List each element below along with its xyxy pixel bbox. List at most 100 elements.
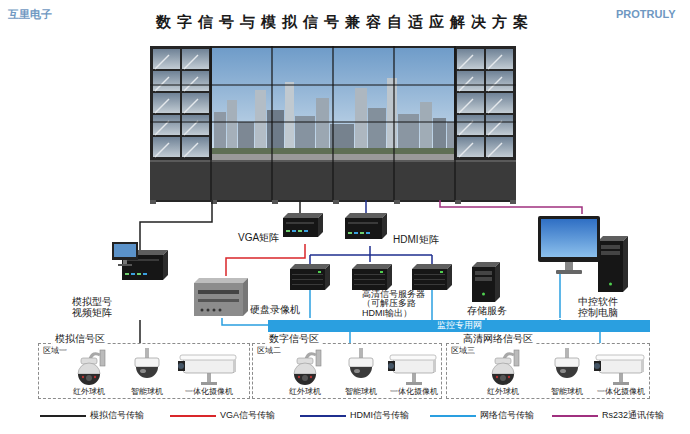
legend-swatch bbox=[430, 415, 476, 417]
box-top bbox=[283, 213, 323, 218]
monitor-stand bbox=[565, 262, 573, 270]
wall-bezel bbox=[271, 46, 272, 200]
dome-housing bbox=[349, 358, 373, 367]
matrix-device: HDMI矩阵 bbox=[345, 212, 445, 246]
signal-connector bbox=[139, 320, 141, 343]
domeSmart-drawing bbox=[135, 348, 159, 378]
wall-thumbnail bbox=[182, 71, 209, 91]
device-icon bbox=[472, 262, 500, 302]
city-building bbox=[387, 78, 397, 152]
wall-bezel bbox=[150, 122, 516, 123]
indicator-led bbox=[366, 232, 370, 234]
wall-thumbnail bbox=[182, 49, 209, 69]
city-building bbox=[255, 90, 266, 152]
mount-post bbox=[619, 373, 623, 382]
ir-led bbox=[496, 376, 498, 378]
node-label: 一体化摄像机 bbox=[390, 388, 438, 397]
city-building bbox=[447, 122, 454, 152]
node-label: 智能球机 bbox=[551, 388, 583, 397]
device-icon bbox=[538, 214, 630, 292]
monitor-base bbox=[118, 264, 132, 266]
wall-thumbnail bbox=[153, 137, 180, 157]
ir-led bbox=[508, 376, 510, 378]
city-building bbox=[433, 118, 446, 152]
wall-bezel bbox=[150, 85, 516, 86]
node-label: 模拟型号视频矩阵 bbox=[72, 296, 118, 318]
wall-foot bbox=[510, 200, 516, 204]
camera-node: 红外球机 bbox=[69, 348, 109, 398]
indicator-led bbox=[360, 232, 364, 234]
front-slot bbox=[348, 222, 378, 224]
indicator-led bbox=[348, 232, 352, 234]
back-cap bbox=[433, 360, 436, 372]
thumbnail-road bbox=[488, 143, 502, 157]
device-icon bbox=[194, 278, 248, 316]
wall-thumbnail bbox=[153, 49, 180, 69]
node-label: 高清网络信号区 bbox=[461, 333, 535, 344]
box-front bbox=[598, 241, 623, 292]
node-label: 数字信号区 bbox=[267, 333, 321, 344]
domeSmart-drawing bbox=[555, 348, 579, 378]
city-building bbox=[295, 116, 315, 152]
signal-connector bbox=[349, 332, 351, 343]
thumbnail-road bbox=[184, 77, 198, 91]
thumbnail-road bbox=[155, 121, 169, 135]
node-sublabel: 区域三 bbox=[451, 347, 475, 356]
indicator-led bbox=[298, 230, 302, 232]
glass-highlight bbox=[560, 369, 566, 373]
city-building bbox=[316, 98, 329, 152]
indicator-led bbox=[318, 271, 321, 273]
ir-led bbox=[298, 376, 300, 378]
device-icon bbox=[547, 348, 587, 386]
device-icon bbox=[412, 264, 452, 290]
box-front bbox=[283, 218, 318, 237]
box-side bbox=[325, 264, 330, 290]
node-label: 红外球机 bbox=[487, 388, 519, 397]
matrix-device: VGA矩阵 bbox=[238, 212, 326, 244]
box-side bbox=[447, 264, 452, 290]
signal-connector bbox=[599, 332, 601, 343]
wall-bezel bbox=[454, 46, 455, 200]
sun-shield bbox=[180, 355, 236, 360]
thumbnail-road bbox=[459, 143, 473, 157]
wall-foot bbox=[333, 200, 339, 204]
wall-thumbnail bbox=[457, 71, 484, 91]
box-side bbox=[382, 213, 387, 239]
node-label: 高清信号服务器（可解压多路HDMI输出） bbox=[362, 290, 426, 318]
box-top bbox=[412, 264, 452, 269]
city-building bbox=[267, 110, 284, 152]
city-building bbox=[355, 88, 367, 152]
wall-bezel bbox=[332, 46, 333, 200]
device-icon bbox=[290, 264, 330, 290]
lens-ring bbox=[178, 361, 185, 371]
camera-lens bbox=[86, 375, 92, 381]
node-label: 中控软件控制电脑 bbox=[578, 296, 622, 318]
legend-swatch bbox=[552, 415, 598, 417]
box-side bbox=[387, 264, 392, 290]
ir-led bbox=[94, 376, 96, 378]
box-top bbox=[598, 236, 628, 241]
ir-led bbox=[310, 376, 312, 378]
server-group: 高清信号服务器（可解压多路HDMI输出） bbox=[288, 262, 456, 320]
city-building bbox=[285, 82, 294, 152]
zone-box: 高清网络信号区区域三红外球机智能球机一体化摄像机 bbox=[446, 343, 650, 399]
signal-wire bbox=[310, 255, 432, 264]
device-icon bbox=[69, 348, 109, 386]
wall-thumbnail bbox=[457, 49, 484, 69]
boxCam-drawing bbox=[178, 355, 236, 385]
device-icon bbox=[127, 348, 167, 386]
front-line bbox=[354, 279, 385, 280]
indicator-led bbox=[292, 230, 296, 232]
thumbnail-road bbox=[459, 55, 473, 69]
zone-box: 模拟信号区区域一红外球机智能球机一体化摄像机 bbox=[38, 343, 250, 399]
monitor-frame bbox=[112, 242, 138, 260]
node-label: 红外球机 bbox=[73, 388, 105, 397]
back-cap bbox=[233, 360, 236, 372]
node-label: VGA矩阵 bbox=[238, 232, 279, 243]
amatrix-drawing bbox=[112, 242, 168, 280]
wall-frame bbox=[150, 46, 516, 202]
wall-foot bbox=[272, 200, 278, 204]
legend-text: Rs232通讯传输 bbox=[602, 409, 664, 421]
wall-thumbnail bbox=[457, 137, 484, 157]
